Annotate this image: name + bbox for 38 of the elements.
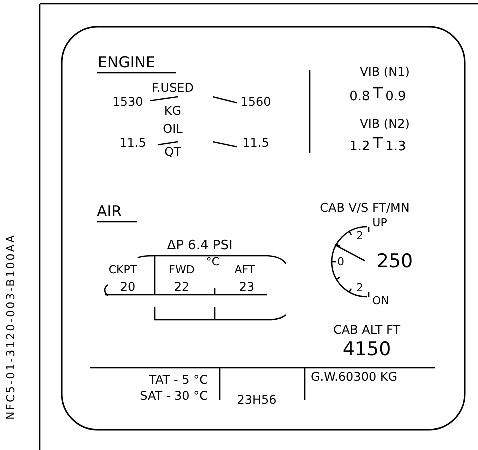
scale-mark: 2: [356, 230, 364, 242]
section-heading: AIR: [97, 204, 122, 220]
value-readout: 1560: [240, 96, 272, 108]
unit-label: °C: [206, 256, 220, 268]
zone-label: FWD: [169, 264, 195, 276]
temperature-readout: SAT - 30 °C: [140, 390, 208, 402]
parameter-label: OIL: [163, 123, 183, 135]
unit-label: QT: [164, 146, 182, 158]
zone-label: CKPT: [108, 264, 138, 276]
value-readout: 20: [120, 281, 136, 293]
parameter-label: CAB V/S FT/MN: [320, 202, 410, 214]
temperature-readout: TAT - 5 °C: [149, 374, 208, 386]
scale-mark: 2: [356, 282, 364, 294]
parameter-label: VIB (N2): [360, 118, 410, 130]
value-readout: 1.3: [386, 140, 406, 154]
value-readout: 22: [174, 281, 190, 293]
parameter-label: CAB ALT FT: [333, 324, 401, 336]
weight-readout: G.W.60300 KG: [311, 371, 398, 383]
value-readout: 11.5: [242, 137, 270, 149]
value-readout: 0.9: [386, 90, 406, 104]
scale-label: UP: [372, 218, 388, 228]
scale-mark: 0: [338, 256, 344, 268]
value-readout: 11.5: [120, 137, 146, 149]
reference-code: NFC5-01-3120-003-B100AA: [6, 234, 16, 420]
value-readout: 23: [239, 281, 255, 293]
parameter-label: ΔP 6.4 PSI: [167, 240, 233, 252]
value-readout: 0.8: [350, 90, 370, 104]
value-readout: 250: [376, 252, 414, 272]
parameter-label: F.USED: [152, 82, 194, 94]
value-readout: 4150: [342, 340, 392, 360]
zone-label: AFT: [234, 264, 256, 276]
section-heading: ENGINE: [98, 56, 156, 70]
time-readout: 23H56: [237, 394, 277, 406]
value-readout: 1.2: [350, 140, 370, 154]
value-readout: 1530: [112, 96, 144, 108]
unit-label: KG: [164, 105, 182, 117]
scale-label: ON: [372, 296, 390, 306]
parameter-label: VIB (N1): [360, 66, 410, 78]
